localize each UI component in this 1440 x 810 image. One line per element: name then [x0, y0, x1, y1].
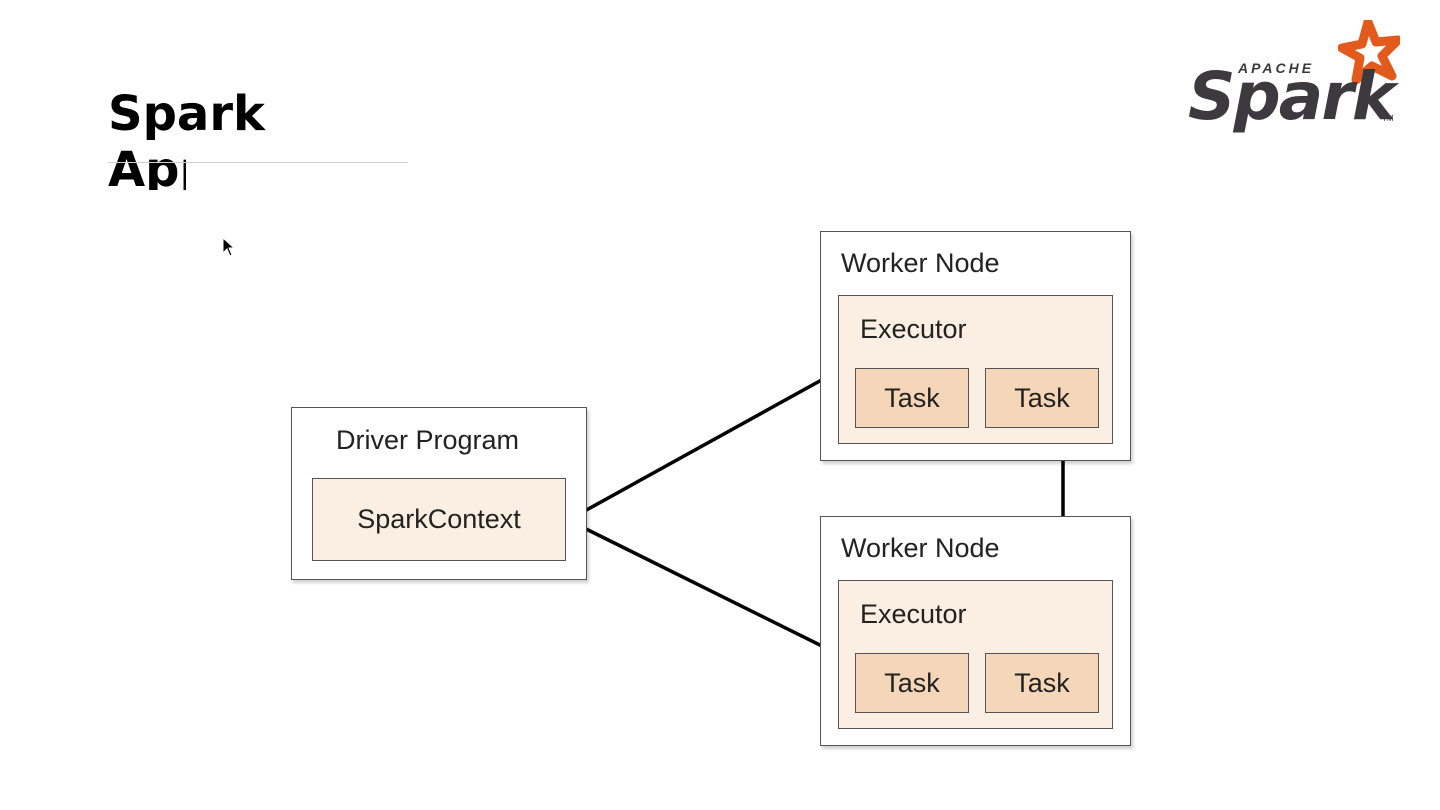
task-box-2a: Task — [855, 653, 969, 713]
arrow-driver-worker-2 — [570, 520, 838, 655]
executor-box-1: Executor Task Task — [838, 295, 1113, 444]
star-icon — [1338, 20, 1400, 85]
spark-context-box: SparkContext — [312, 478, 566, 561]
worker-node-label-2: Worker Node — [841, 533, 1000, 563]
driver-program-label: Driver Program — [336, 425, 520, 455]
executor-box-2: Executor Task Task — [838, 580, 1113, 729]
driver-program-box: Driver Program SparkContext — [291, 407, 587, 580]
logo-trademark: TM — [1382, 114, 1394, 123]
worker-node-label-1: Worker Node — [841, 248, 1000, 278]
spark-context-label: SparkContext — [357, 504, 521, 534]
slide-title: Spark Application — [108, 86, 408, 190]
task-box-1b: Task — [985, 368, 1099, 428]
title-clip-mask — [186, 142, 408, 190]
apache-spark-logo: APACHE Spark TM — [1186, 20, 1400, 132]
task-box-1a: Task — [855, 368, 969, 428]
executor-label-2: Executor — [860, 599, 967, 629]
mouse-cursor-icon — [222, 237, 236, 257]
title-divider — [108, 162, 408, 163]
task-box-2b: Task — [985, 653, 1099, 713]
logo-spark-text: Spark — [1188, 58, 1396, 135]
executor-label-1: Executor — [860, 314, 967, 344]
worker-node-box-1: Worker Node Executor Task Task — [820, 231, 1131, 461]
worker-node-box-2: Worker Node Executor Task Task — [820, 516, 1131, 746]
slide-title-line-1: Spark — [108, 86, 265, 142]
arrow-driver-worker-1 — [570, 370, 838, 520]
logo-apache-text: APACHE — [1238, 60, 1315, 76]
